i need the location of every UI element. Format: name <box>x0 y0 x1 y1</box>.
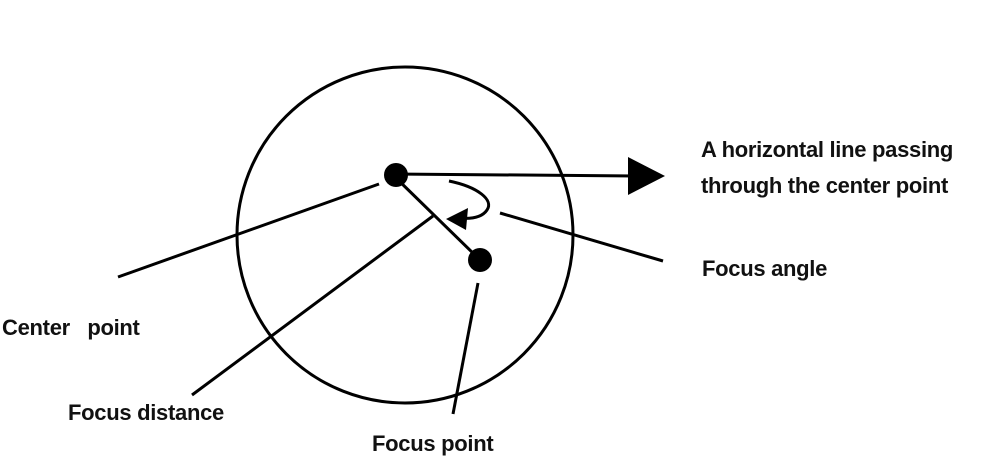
horizontal-line-label-line-1: A horizontal line passing <box>701 137 953 162</box>
focus-angle-label: Focus angle <box>702 256 827 281</box>
horizontal-arrowhead-icon <box>628 157 665 195</box>
focus-distance-leader-line <box>191 214 434 397</box>
horizontal-line-label-line-2: through the center point <box>701 173 949 198</box>
center-point-dot <box>384 163 408 187</box>
center-point-label: Center point <box>2 315 141 340</box>
focus-point-dot <box>468 248 492 272</box>
focus-angle-arc <box>448 179 491 220</box>
focus-distance-segment <box>392 174 480 260</box>
focus-angle-arrowhead-icon <box>446 208 468 230</box>
horizontal-axis-line <box>391 172 641 178</box>
focus-point-leader-line <box>451 282 480 415</box>
focus-distance-label: Focus distance <box>68 400 224 425</box>
focus-angle-leader-line <box>499 211 664 263</box>
focus-point-label: Focus point <box>372 431 494 456</box>
center-point-leader-line <box>117 182 380 279</box>
